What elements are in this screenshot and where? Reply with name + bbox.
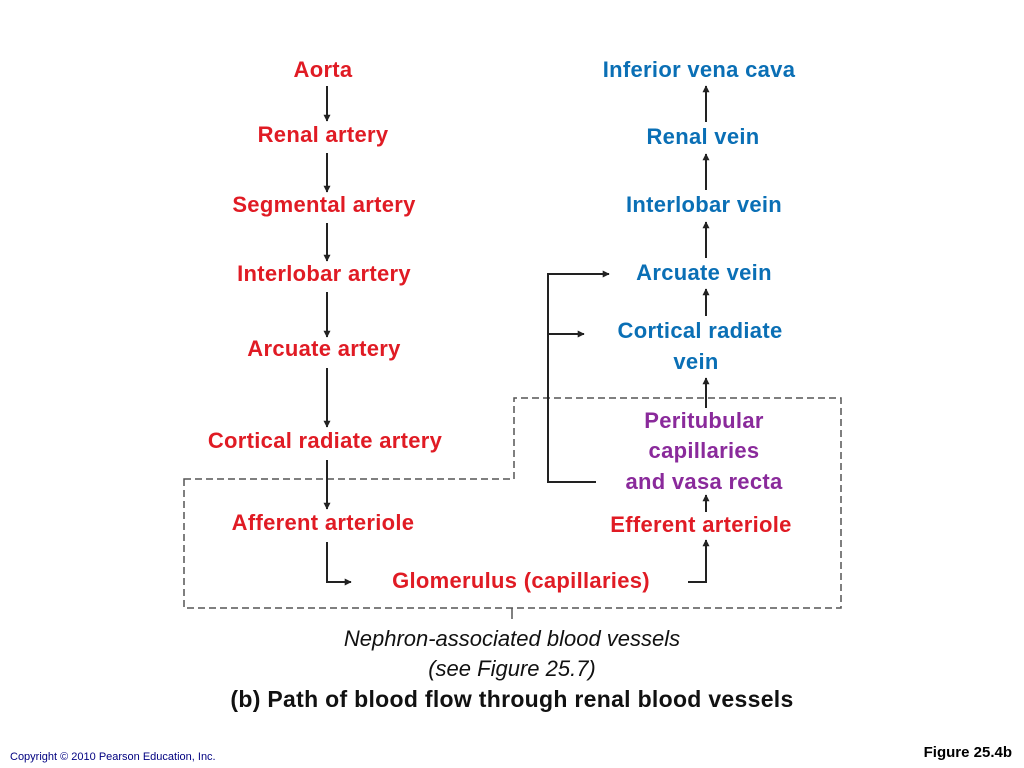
arrow-glomerulus-to-efferent-arteriole (688, 539, 710, 583)
label-peritubular-line2: capillaries (648, 438, 760, 463)
label-arcuate-artery: Arcuate artery (247, 336, 401, 361)
label-cortical-radiate-vein-line1: Cortical radiate (617, 318, 783, 343)
nephron-caption-line2: (see Figure 25.7) (428, 656, 596, 681)
label-cortical-radiate-vein-line2: vein (673, 349, 719, 374)
label-arcuate-vein: Arcuate vein (636, 260, 772, 285)
label-peritubular-line1: Peritubular (644, 408, 764, 433)
label-interlobar-vein: Interlobar vein (625, 192, 783, 217)
label-segmental-artery: Segmental artery (232, 192, 416, 217)
label-renal-artery: Renal artery (257, 122, 389, 147)
label-peritubular-line3: and vasa recta (625, 469, 783, 494)
label-aorta: Aorta (293, 57, 353, 82)
nephron-region-dashed-border (183, 397, 842, 609)
arrow-capillaries-to-venous-loop (547, 270, 610, 483)
arrow-afferent-arteriole-to-glomerulus (326, 542, 352, 586)
figure-number: Figure 25.4b (923, 744, 1012, 761)
label-glomerulus: Glomerulus (capillaries) (392, 568, 650, 593)
copyright-text: Copyright © 2010 Pearson Education, Inc. (10, 751, 216, 763)
nephron-caption-line1: Nephron-associated blood vessels (343, 626, 681, 651)
label-afferent-arteriole: Afferent arteriole (231, 510, 415, 535)
label-inferior-vena-cava: Inferior vena cava (602, 57, 796, 82)
label-interlobar-artery: Interlobar artery (237, 261, 411, 286)
label-efferent-arteriole: Efferent arteriole (610, 512, 792, 537)
figure-title: (b) Path of blood flow through renal blo… (230, 686, 794, 712)
label-cortical-radiate-artery: Cortical radiate artery (207, 428, 443, 453)
label-renal-vein: Renal vein (646, 124, 760, 149)
